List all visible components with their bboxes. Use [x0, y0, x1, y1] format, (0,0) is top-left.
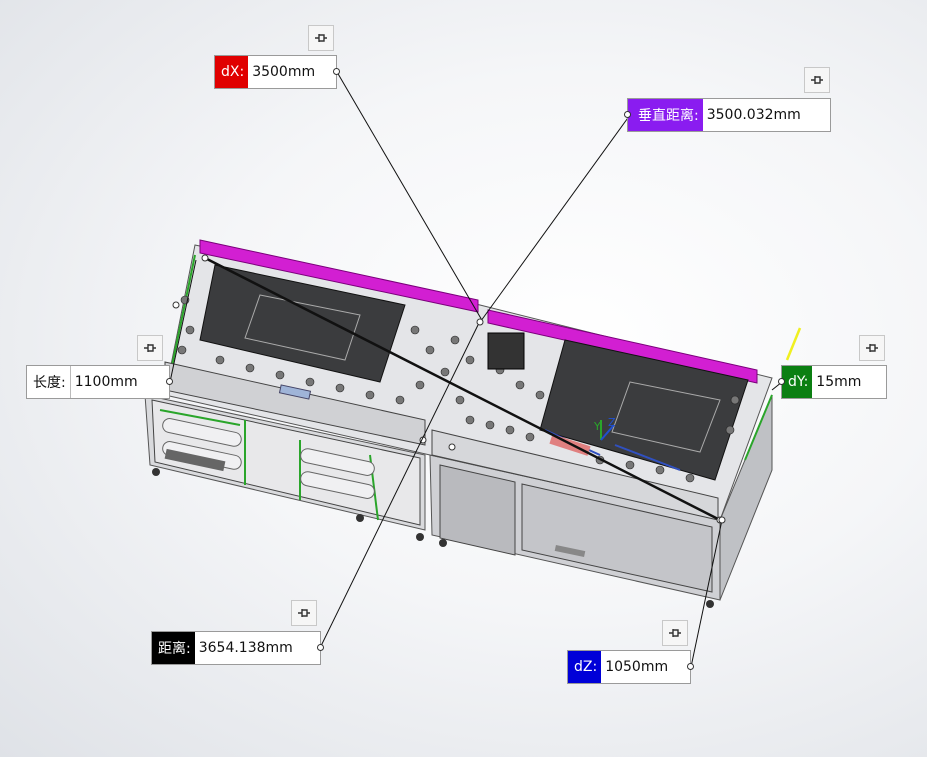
vertical-pin-button[interactable]	[804, 67, 830, 93]
dx-dimension-callout[interactable]: dX: 3500mm	[214, 55, 340, 89]
dy-value: 15mm	[812, 366, 886, 398]
dy-direction-marker	[785, 327, 802, 361]
distance-pin-button[interactable]	[291, 600, 317, 626]
measure-endpoints	[172, 254, 726, 524]
distance-value: 3654.138mm	[194, 632, 320, 664]
distance-label: 距离:	[152, 632, 195, 664]
pin-icon	[866, 344, 878, 352]
distance-dimension-callout[interactable]: 距离: 3654.138mm	[151, 631, 324, 665]
dy-pin-button[interactable]	[859, 335, 885, 361]
length-dimension-callout[interactable]: 长度: 1100mm	[26, 365, 173, 399]
dy-label: dY:	[782, 366, 813, 398]
dz-dimension-callout[interactable]: dZ: 1050mm	[567, 650, 694, 684]
measurement-lines	[169, 71, 783, 668]
dy-leader-handle[interactable]	[778, 378, 785, 385]
vertical-distance-label: 垂直距离:	[628, 99, 703, 131]
vertical-distance-callout[interactable]: 垂直距离: 3500.032mm	[624, 98, 831, 132]
pin-icon	[298, 609, 310, 617]
triad-z-label: Z	[608, 416, 616, 429]
dz-leader-handle[interactable]	[687, 663, 694, 670]
vertical-leader-handle[interactable]	[624, 111, 631, 118]
dx-value: 3500mm	[248, 56, 336, 88]
length-label: 长度:	[27, 366, 71, 398]
dx-label: dX:	[215, 56, 249, 88]
pin-icon	[669, 629, 681, 637]
dz-value: 1050mm	[601, 651, 690, 683]
distance-leader-handle[interactable]	[317, 644, 324, 651]
vertical-distance-value: 3500.032mm	[702, 99, 830, 131]
length-leader-handle[interactable]	[166, 378, 173, 385]
dy-dimension-callout[interactable]: dY: 15mm	[778, 365, 887, 399]
machine-frame	[144, 394, 773, 608]
coordinate-triad-icon: Y Z	[593, 416, 616, 441]
pin-icon	[315, 34, 327, 42]
pin-icon	[811, 76, 823, 84]
length-value: 1100mm	[70, 366, 169, 398]
dx-leader-handle[interactable]	[333, 68, 340, 75]
dz-label: dZ:	[568, 651, 602, 683]
pin-icon	[144, 344, 156, 352]
triad-y-label: Y	[593, 420, 601, 433]
dz-pin-button[interactable]	[662, 620, 688, 646]
length-pin-button[interactable]	[137, 335, 163, 361]
dx-pin-button[interactable]	[308, 25, 334, 51]
